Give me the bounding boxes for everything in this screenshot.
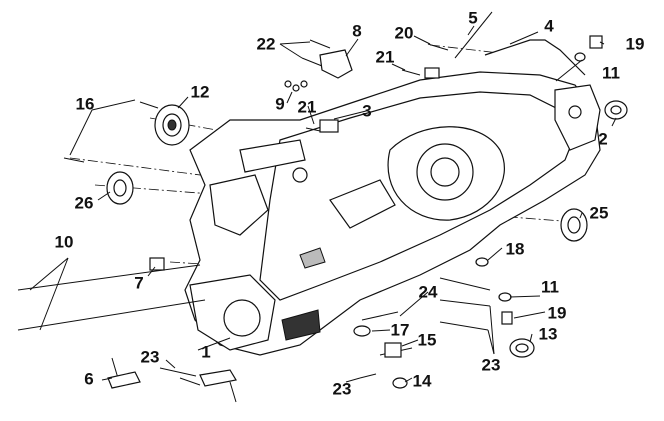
- callout-12: 12: [190, 82, 210, 102]
- seal-13: [509, 338, 535, 358]
- bearing-25: [560, 208, 588, 242]
- callout-7: 7: [134, 273, 144, 293]
- callout-23-bottom: 23: [332, 379, 352, 399]
- callout-8: 8: [352, 21, 362, 41]
- callout-3: 3: [362, 101, 372, 121]
- leader-lines: [29, 25, 617, 383]
- callout-14: 14: [412, 371, 432, 391]
- callout-21-mid: 21: [297, 97, 317, 117]
- callout-17: 17: [390, 320, 410, 340]
- callout-11-bottom: 11: [541, 277, 559, 297]
- callout-10: 10: [54, 232, 74, 252]
- callout-18: 18: [505, 239, 525, 259]
- pin-5: [454, 11, 493, 59]
- callout-26: 26: [74, 193, 94, 213]
- callout-25: 25: [589, 203, 609, 223]
- callout-9: 9: [275, 94, 285, 114]
- callout-6: 6: [84, 369, 94, 389]
- callout-11-top: 11: [602, 63, 620, 83]
- pipe-4: [484, 39, 586, 76]
- studs-10: [17, 264, 206, 331]
- callout-2: 2: [598, 129, 608, 149]
- callout-20: 20: [394, 23, 414, 43]
- bearing-26: [106, 171, 134, 205]
- crankcase-half: [184, 71, 601, 356]
- bearing-12: [154, 104, 190, 146]
- callout-24: 24: [418, 282, 438, 302]
- callout-19-top: 19: [625, 34, 645, 54]
- callout-23-left: 23: [140, 347, 160, 367]
- plugs-and-washers: [107, 35, 603, 389]
- callout-13: 13: [538, 324, 558, 344]
- callout-23-right: 23: [481, 355, 501, 375]
- callout-15: 15: [417, 330, 437, 350]
- callout-21-top: 21: [375, 47, 395, 67]
- callout-5: 5: [468, 8, 478, 28]
- callout-22: 22: [256, 34, 276, 54]
- callout-16: 16: [75, 94, 95, 114]
- bushing-2: [604, 100, 628, 120]
- callout-4: 4: [544, 16, 554, 36]
- callout-19-bottom: 19: [547, 303, 567, 323]
- callout-1: 1: [201, 342, 211, 362]
